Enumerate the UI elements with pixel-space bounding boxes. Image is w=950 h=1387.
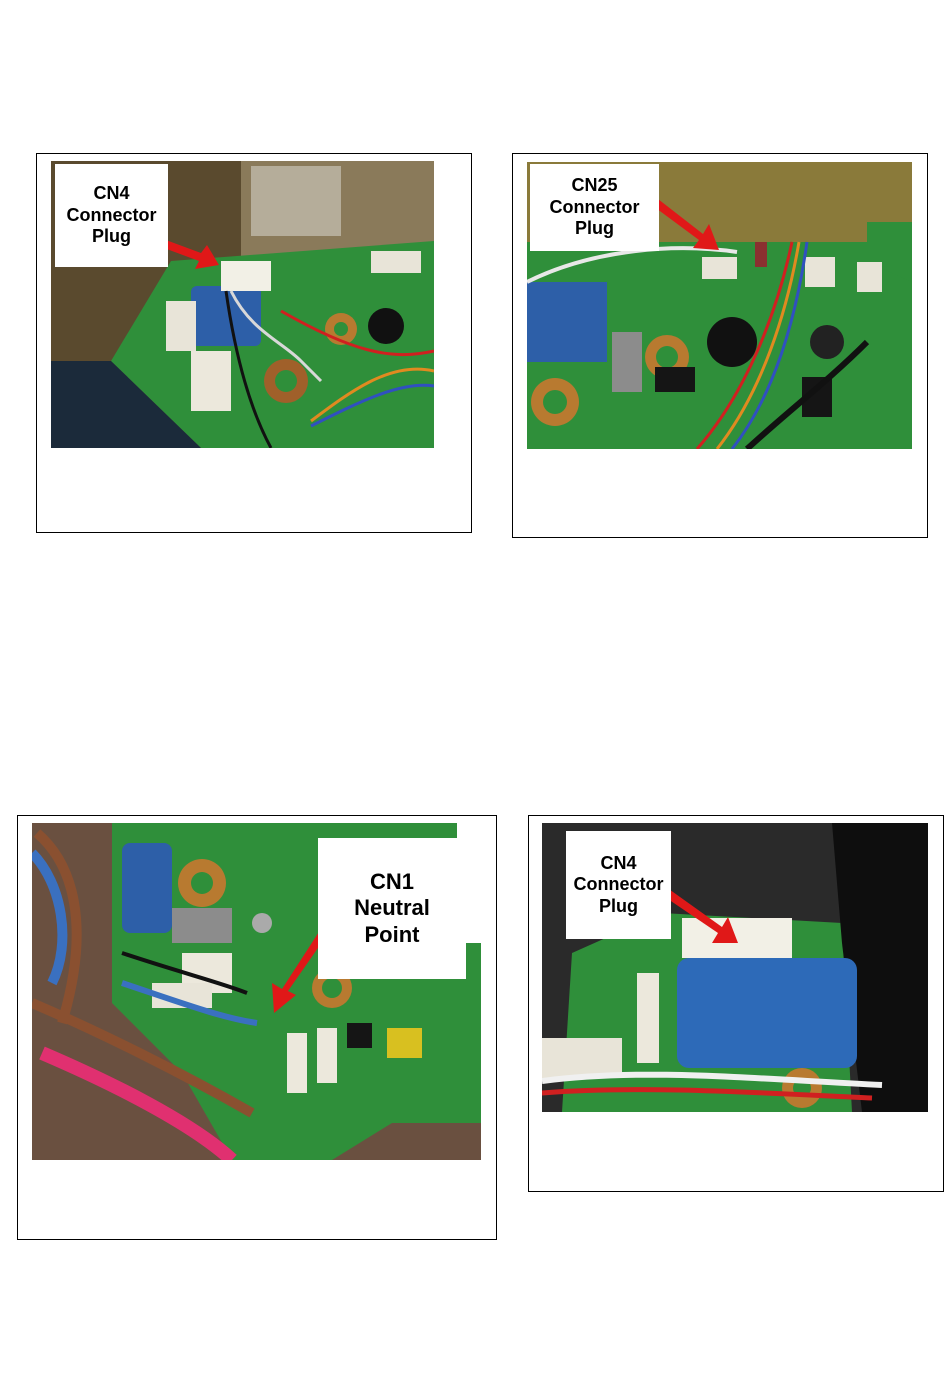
callout-label: CN4 Connector Plug bbox=[55, 164, 168, 267]
callout-line: Connector bbox=[55, 205, 168, 227]
callout-label: CN25 Connector Plug bbox=[530, 164, 659, 251]
callout-line: CN1 bbox=[318, 869, 466, 895]
callout-line: Plug bbox=[55, 226, 168, 248]
callout-line: Plug bbox=[530, 218, 659, 240]
callout-line: CN4 bbox=[566, 853, 671, 875]
callout-line: Point bbox=[318, 922, 466, 948]
callout-line: Connector bbox=[566, 874, 671, 896]
photo-frame-cn1: CN1 Neutral Point bbox=[17, 815, 497, 1240]
callout-label: CN4 Connector Plug bbox=[566, 831, 671, 939]
callout-line: Connector bbox=[530, 197, 659, 219]
callout-line: Plug bbox=[566, 896, 671, 918]
callout-line: CN4 bbox=[55, 183, 168, 205]
photo-frame-cn25: CN25 Connector Plug bbox=[512, 153, 928, 538]
callout-line: CN25 bbox=[530, 175, 659, 197]
photo-frame-cn4-top: CN4 Connector Plug bbox=[36, 153, 472, 533]
callout-line: Neutral bbox=[318, 895, 466, 921]
callout-label: CN1 Neutral Point bbox=[318, 838, 466, 979]
photo-frame-cn4-bottom: CN4 Connector Plug bbox=[528, 815, 944, 1192]
